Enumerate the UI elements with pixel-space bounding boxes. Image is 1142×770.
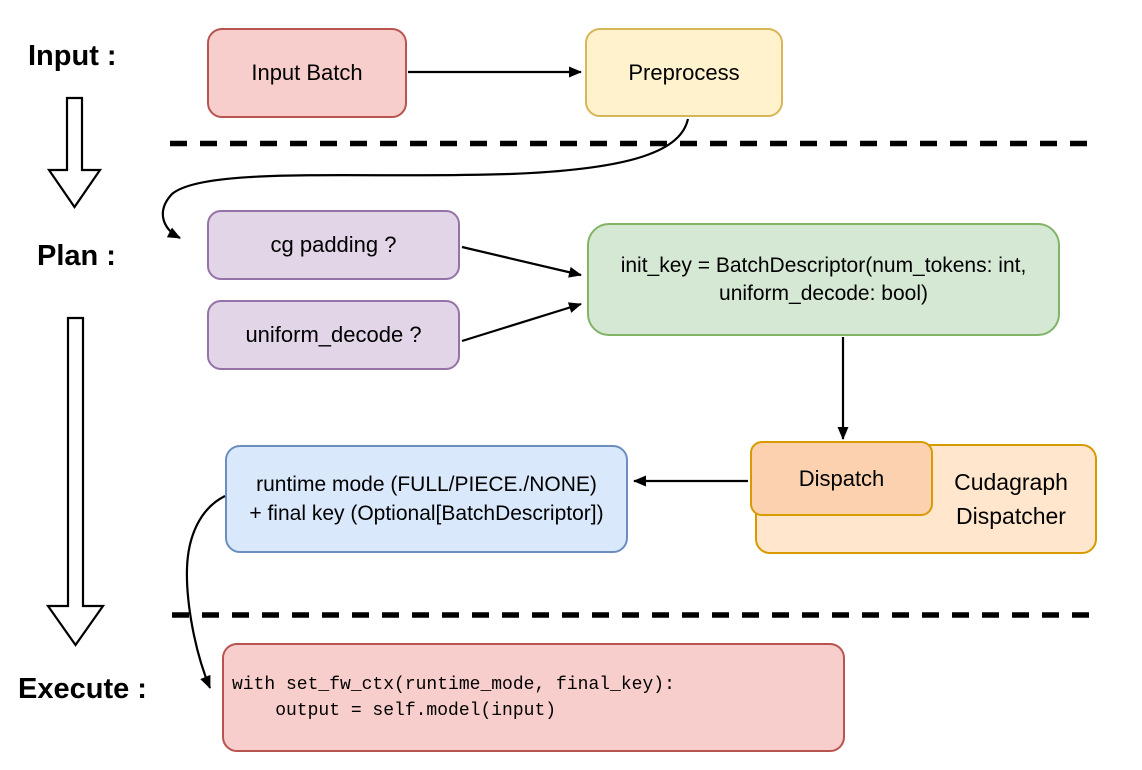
stage-label-execute: Execute : xyxy=(18,673,147,705)
node-execute-code: with set_fw_ctx(runtime_mode, final_key)… xyxy=(222,643,845,752)
stage-label-plan: Plan : xyxy=(37,240,116,272)
node-input-batch: Input Batch xyxy=(207,28,407,118)
node-init-key-line1: init_key = BatchDescriptor(num_tokens: i… xyxy=(620,253,1027,277)
cudagraph-label-line2: Dispatcher xyxy=(956,503,1066,529)
node-init-key: init_key = BatchDescriptor(num_tokens: i… xyxy=(587,223,1060,336)
node-input-batch-label: Input Batch xyxy=(251,60,363,85)
node-preprocess: Preprocess xyxy=(585,28,783,117)
arrow-uniform-decode-to-init-key xyxy=(461,302,582,343)
node-cg-padding: cg padding ? xyxy=(207,210,460,280)
node-dispatch: Dispatch xyxy=(750,441,933,516)
arrow-cg-padding-to-init-key xyxy=(461,245,582,278)
node-runtime-mode: runtime mode (FULL/PIECE./NONE) + final … xyxy=(225,445,628,553)
execute-code-line1: with set_fw_ctx(runtime_mode, final_key)… xyxy=(232,674,675,695)
cudagraph-label-line1: Cudagraph xyxy=(954,469,1068,495)
node-uniform-decode-label: uniform_decode ? xyxy=(245,322,422,347)
node-cudagraph-dispatcher-label: Cudagraph Dispatcher xyxy=(927,465,1095,533)
node-runtime-mode-line1: runtime mode (FULL/PIECE./NONE) xyxy=(256,473,597,496)
node-runtime-mode-line2: + final key (Optional[BatchDescriptor]) xyxy=(249,502,604,525)
node-dispatch-label: Dispatch xyxy=(798,465,885,491)
execute-code-line2: output = self.model(input) xyxy=(232,700,557,721)
hollow-arrow-plan-to-execute xyxy=(45,316,106,647)
hollow-arrow-input-to-plan xyxy=(46,96,103,209)
node-init-key-line2: uniform_decode: bool) xyxy=(719,281,928,305)
arrow-runtime-mode-to-execute-code xyxy=(185,495,226,689)
node-preprocess-label: Preprocess xyxy=(628,59,740,85)
stage-label-input: Input : xyxy=(28,40,117,72)
node-uniform-decode: uniform_decode ? xyxy=(207,300,460,370)
node-cg-padding-label: cg padding ? xyxy=(270,232,397,257)
